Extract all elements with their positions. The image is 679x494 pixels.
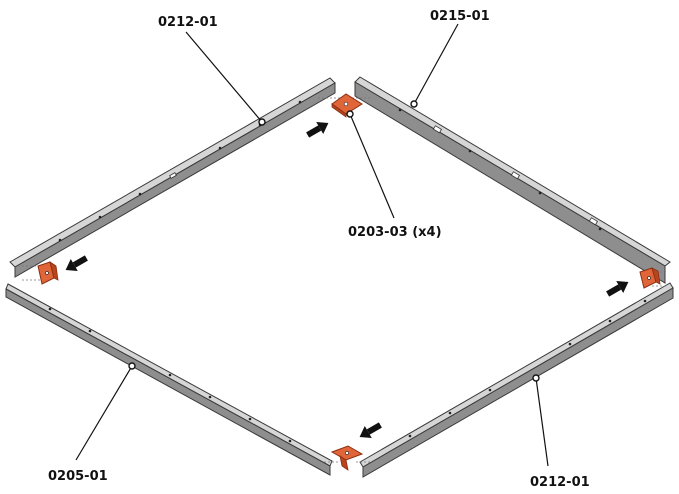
rail-bottom-right-top-face	[359, 282, 674, 468]
dot-corner-bracket	[346, 110, 354, 118]
rail-bottom-right	[359, 282, 674, 478]
dot-rail-bottom-left	[128, 362, 136, 370]
rail-top-left-top-face	[9, 77, 336, 268]
label-rail-top-left: 0212-01	[158, 15, 218, 30]
arrow-icon-top	[306, 121, 329, 138]
leader-rail-top-right	[413, 23, 459, 105]
rail-top-right-slot-1	[432, 125, 443, 134]
rail-bottom-right-holes	[408, 299, 647, 438]
label-rail-bottom-right: 0212-01	[530, 475, 590, 490]
rail-top-left-side-face	[14, 82, 336, 278]
leader-rail-bottom-right	[535, 377, 549, 467]
rail-top-right-holes	[398, 108, 602, 231]
dot-rail-bottom-right	[532, 374, 540, 382]
rail-top-right-slot-3	[588, 217, 599, 226]
corner-bracket-left	[22, 261, 59, 285]
leader-corner-bracket	[349, 113, 395, 219]
rail-top-right-slot-2	[510, 171, 521, 180]
corner-bracket-bottom	[324, 445, 372, 471]
dot-rail-top-left	[258, 118, 266, 126]
rail-top-right-side-face	[354, 81, 666, 284]
rail-bottom-left	[5, 283, 333, 476]
arrow-icon-bottom	[359, 422, 382, 439]
corner-bracket-right	[639, 267, 668, 289]
rail-top-left-holes	[58, 100, 302, 242]
label-corner-bracket: 0203-03 (x4)	[348, 225, 442, 240]
rail-bottom-left-side-face	[5, 288, 331, 476]
dot-rail-top-right	[410, 100, 418, 108]
corner-bracket-top	[318, 93, 372, 118]
rail-bottom-right-side-face	[362, 287, 674, 478]
arrow-icon-left	[65, 255, 88, 272]
rail-bottom-left-holes	[48, 307, 292, 443]
label-rail-bottom-left: 0205-01	[48, 469, 108, 484]
leader-rail-bottom-left	[75, 365, 133, 461]
rail-top-right	[354, 76, 671, 284]
arrow-icon-right	[606, 280, 629, 297]
leader-rail-top-left	[185, 31, 263, 123]
callouts	[75, 23, 549, 467]
rail-top-left-slot	[169, 172, 177, 179]
label-rail-top-right: 0215-01	[430, 9, 490, 24]
rail-top-left	[9, 77, 336, 278]
